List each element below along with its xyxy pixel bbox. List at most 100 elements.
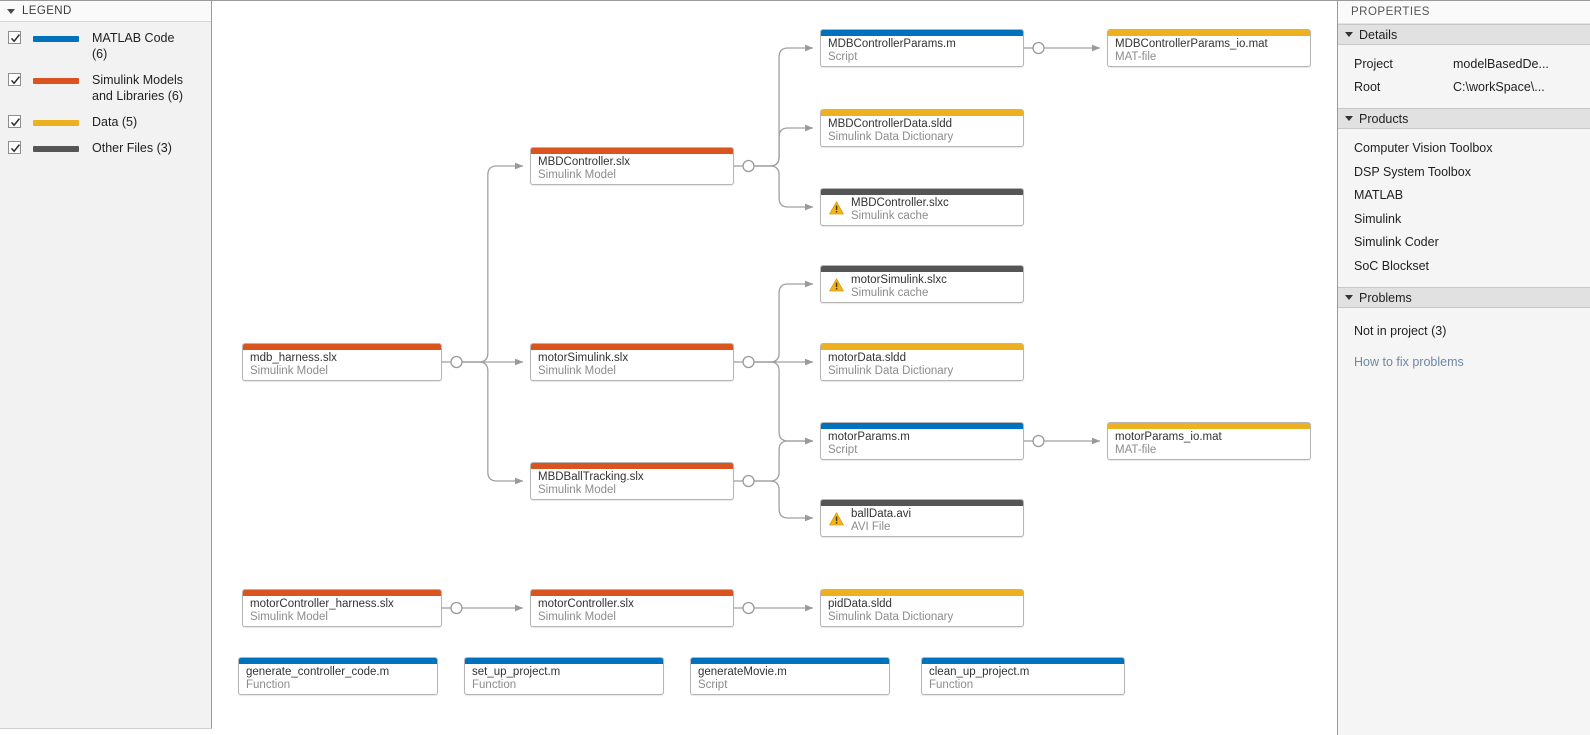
node-file-type: Simulink cache: [851, 287, 929, 299]
legend-checkbox[interactable]: [8, 115, 21, 128]
edge-collapse-handle[interactable]: [742, 159, 755, 173]
edge-collapse-handle[interactable]: [450, 355, 463, 369]
legend-checkbox[interactable]: [8, 141, 21, 154]
chevron-down-icon[interactable]: [1345, 295, 1353, 300]
edge-collapse-handle[interactable]: [742, 474, 755, 488]
properties-header: PROPERTIES: [1338, 1, 1590, 24]
node-file-name: MDBControllerParams_io.mat: [1115, 38, 1268, 50]
property-key: Project: [1354, 57, 1393, 71]
legend-panel: LEGEND MATLAB Code (6) Simulink Models an…: [0, 1, 212, 729]
node-file-name: MDBControllerParams.m: [828, 38, 956, 50]
legend-title: LEGEND: [22, 5, 72, 17]
node-category-bar: [531, 148, 733, 154]
node-category-bar: [239, 658, 437, 664]
node-file-name: MBDBallTracking.slx: [538, 471, 644, 483]
node-file-name: MBDController.slx: [538, 156, 631, 168]
node-category-bar: [821, 500, 1023, 506]
edge-collapse-handle[interactable]: [1032, 434, 1045, 448]
edge-collapse-handle[interactable]: [742, 355, 755, 369]
product-item: MATLAB: [1354, 188, 1404, 202]
legend-item[interactable]: Data (5): [8, 114, 211, 130]
node-category-bar: [821, 110, 1023, 116]
properties-section-products[interactable]: Products: [1338, 108, 1590, 129]
node-file-type: MAT-file: [1115, 444, 1157, 456]
properties-section-problems[interactable]: Problems: [1338, 287, 1590, 308]
warning-icon: [829, 200, 844, 220]
legend-item[interactable]: Other Files (3): [8, 140, 211, 156]
node-file-type: Function: [929, 679, 974, 691]
chevron-down-icon[interactable]: [7, 8, 15, 14]
chevron-down-icon[interactable]: [1345, 32, 1353, 37]
graph-edge: [754, 280, 814, 363]
graph-edge: [462, 162, 524, 363]
edge-collapse-handle[interactable]: [1032, 41, 1045, 55]
node-category-bar: [821, 590, 1023, 596]
legend-item-label: Data (5): [92, 115, 138, 129]
node-file-name: pidData.sldd: [828, 598, 892, 610]
graph-edge: [462, 361, 524, 485]
legend-header[interactable]: LEGEND: [0, 1, 211, 22]
how-to-fix-problems-link[interactable]: How to fix problems: [1354, 355, 1464, 369]
node-category-bar: [531, 463, 733, 469]
properties-section-details[interactable]: Details: [1338, 24, 1590, 45]
node-file-name: motorData.sldd: [828, 352, 906, 364]
node-file-name: ballData.avi: [851, 508, 912, 520]
node-file-name: generate_controller_code.m: [246, 666, 390, 678]
node-category-bar: [821, 189, 1023, 195]
edge-collapse-handle[interactable]: [450, 601, 463, 615]
legend-item[interactable]: Simulink Models and Libraries (6): [8, 72, 211, 104]
node-file-type: Function: [472, 679, 517, 691]
node-file-type: Simulink Model: [538, 611, 616, 623]
node-file-name: mdb_harness.slx: [250, 352, 337, 364]
node-category-bar: [691, 658, 889, 664]
node-file-name: motorController.slx: [538, 598, 634, 610]
node-file-type: Function: [246, 679, 291, 691]
node-category-bar: [243, 344, 441, 350]
node-file-type: Simulink Model: [538, 365, 616, 377]
legend-checkbox[interactable]: [8, 31, 21, 44]
node-file-type: Script: [698, 679, 728, 691]
node-category-bar: [531, 344, 733, 350]
legend-checkbox[interactable]: [8, 73, 21, 86]
properties-section-label: Details: [1359, 27, 1398, 42]
chevron-down-icon[interactable]: [1345, 116, 1353, 121]
edge-collapse-handle[interactable]: [742, 601, 755, 615]
legend-item[interactable]: MATLAB Code (6): [8, 30, 211, 62]
